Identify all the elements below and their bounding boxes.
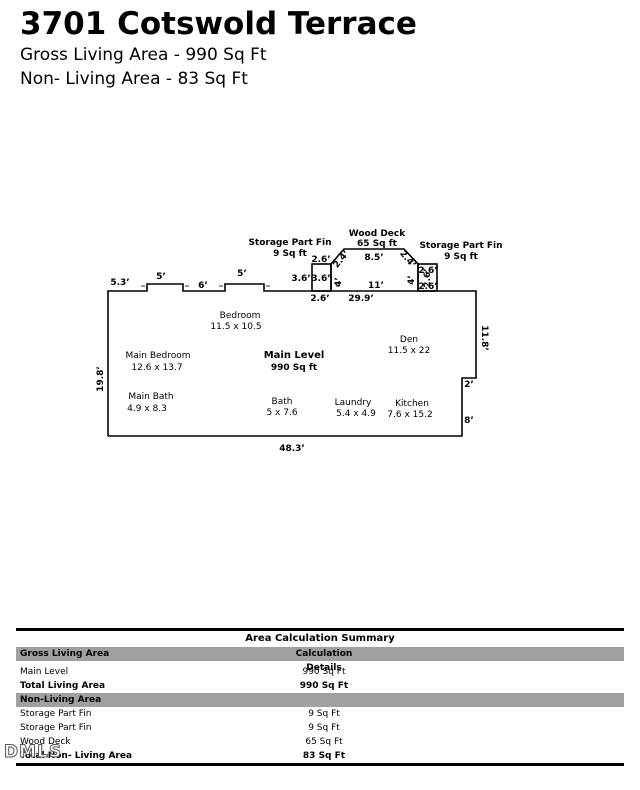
room-bedroom-size: 11.5 x 10.5 <box>210 322 261 332</box>
gross-living-area-line: Gross Living Area - 990 Sq Ft <box>20 45 267 65</box>
dim-5-3: 5.3’ <box>110 278 129 288</box>
area-calculation-summary: Area Calculation Summary Gross Living Ar… <box>16 628 624 766</box>
summary-row: Wood Deck 65 Sq Ft <box>16 735 624 749</box>
row-label: Main Level <box>20 667 69 677</box>
dim-11: 11’ <box>368 281 384 291</box>
dim-2-4-left: 2.4’ <box>332 249 352 270</box>
dim-29-9: 29.9’ <box>348 294 374 304</box>
summary-row-total: Total Living Area 990 Sq Ft <box>16 679 624 693</box>
dim-6: 6’ <box>198 281 208 291</box>
non-living-header: Non-Living Area <box>20 695 102 705</box>
wood-deck-name: Wood Deck <box>349 229 406 239</box>
dim-2-6-top: 2.6’ <box>311 255 330 265</box>
room-main-bedroom-name: Main Bedroom <box>125 351 190 361</box>
summary-row: Storage Part Fin 9 Sq Ft <box>16 707 624 721</box>
dim-2-6-r1: 2.6’ <box>418 266 437 276</box>
dim-5b: 5’ <box>237 269 247 279</box>
row-value: 83 Sq Ft <box>302 751 346 761</box>
row-label: Wood Deck <box>20 737 71 747</box>
main-level-name: Main Level <box>264 350 325 361</box>
row-value: 990 Sq Ft <box>299 681 349 691</box>
dim-3-6-out: 3.6’ <box>291 274 310 284</box>
room-laundry-name: Laundry <box>335 398 372 408</box>
storage-right-name: Storage Part Fin <box>419 241 502 251</box>
dim-5a: 5’ <box>156 272 166 282</box>
row-value: 9 Sq Ft <box>308 709 340 719</box>
dim-2-6-bottom: 2.6’ <box>310 294 329 304</box>
dim-8: 8’ <box>464 416 474 426</box>
storage-right-area: 9 Sq ft <box>444 252 478 262</box>
dim-19-8: 19.8’ <box>96 366 106 392</box>
storage-right-outline <box>417 263 438 292</box>
room-main-bedroom-size: 12.6 x 13.7 <box>131 363 182 373</box>
row-value: 9 Sq Ft <box>308 723 340 733</box>
wood-deck-area: 65 Sq ft <box>357 239 398 249</box>
room-bath-name: Bath <box>272 397 293 407</box>
dim-8-5: 8.5’ <box>364 253 383 263</box>
room-bedroom-name: Bedroom <box>220 311 261 321</box>
summary-row-total: Total Non- Living Area 83 Sq Ft <box>16 749 624 766</box>
room-den-size: 11.5 x 22 <box>388 346 431 356</box>
summary-row: Storage Part Fin 9 Sq Ft <box>16 721 624 735</box>
dim-2: 2’ <box>464 380 474 390</box>
dim-4-right: 4’ <box>407 275 417 285</box>
dim-3-6-in: 3.6’ <box>311 274 330 284</box>
dim-4-left: 4’ <box>334 277 344 287</box>
summary-title: Area Calculation Summary <box>245 633 395 644</box>
row-label: Storage Part Fin <box>20 709 92 719</box>
non-living-header-row: Non-Living Area <box>16 693 624 707</box>
property-title: 3701 Cotswold Terrace <box>20 6 417 42</box>
row-value: 990 Sq Ft <box>302 667 346 677</box>
dim-2-6-r3: 2.6’ <box>418 282 437 292</box>
summary-row: Main Level 990 Sq Ft <box>16 665 624 679</box>
room-bath-size: 5 x 7.6 <box>266 408 297 418</box>
row-value: 65 Sq Ft <box>305 737 343 747</box>
gross-living-header: Gross Living Area <box>20 649 110 659</box>
main-level-area: 990 Sq ft <box>271 363 318 373</box>
row-label: Storage Part Fin <box>20 723 92 733</box>
storage-left-name: Storage Part Fin <box>248 238 331 248</box>
room-kitchen-name: Kitchen <box>395 399 429 409</box>
room-main-bath-size: 4.9 x 8.3 <box>127 404 167 414</box>
dim-11-8: 11.8’ <box>479 325 489 351</box>
main-level-outline <box>107 283 477 437</box>
room-kitchen-size: 7.6 x 15.2 <box>387 410 432 420</box>
row-label: Total Non- Living Area <box>20 751 133 761</box>
room-laundry-size: 5.4 x 4.9 <box>336 409 376 419</box>
dim-48-3: 48.3’ <box>279 444 305 454</box>
non-living-area-line: Non- Living Area - 83 Sq Ft <box>20 69 248 89</box>
gross-living-header-row: Gross Living Area Calculation Details <box>16 647 624 673</box>
dim-2-6-r2: 2.6’ <box>423 268 433 287</box>
dmls-watermark: DMLS <box>3 742 63 763</box>
room-main-bath-name: Main Bath <box>128 392 173 402</box>
floor-plan: Storage Part Fin 9 Sq ft Wood Deck 65 Sq… <box>96 229 503 454</box>
storage-left-area: 9 Sq ft <box>273 249 307 259</box>
room-den-name: Den <box>400 335 418 345</box>
row-label: Total Living Area <box>20 681 106 691</box>
calculation-details-header: Calculation Details <box>295 649 353 673</box>
dim-2-4-right: 2.4’ <box>397 249 417 270</box>
